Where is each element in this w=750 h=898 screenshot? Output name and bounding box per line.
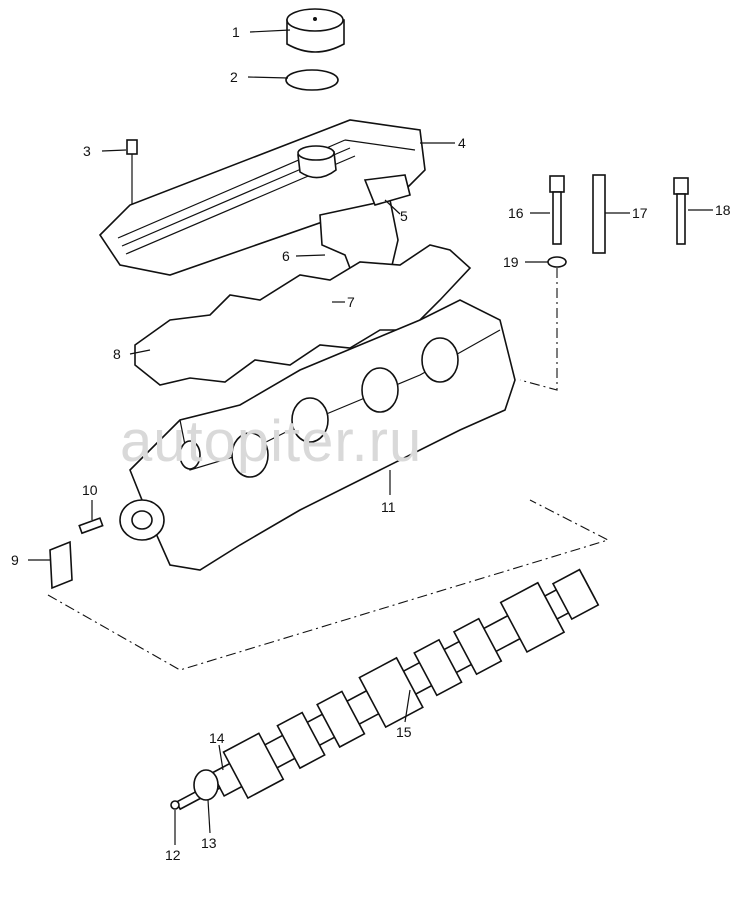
callout-11: 11 — [381, 499, 396, 515]
bracket — [49, 517, 104, 590]
cover-bolt — [126, 139, 138, 210]
callout-2: 2 — [230, 69, 238, 85]
callout-1: 1 — [232, 24, 240, 40]
head-bolts — [547, 174, 689, 268]
callout-18: 18 — [715, 202, 731, 218]
callout-8: 8 — [113, 346, 121, 362]
cylinder-head — [119, 299, 516, 571]
leader-lines — [28, 29, 713, 845]
callout-10: 10 — [82, 482, 98, 498]
breather-valve — [363, 174, 411, 206]
callout-7: 7 — [347, 294, 355, 310]
callout-15: 15 — [396, 724, 412, 740]
oil-filler-cap — [286, 8, 345, 53]
callout-9: 9 — [11, 552, 19, 568]
camshaft — [175, 568, 600, 811]
callout-14: 14 — [209, 730, 225, 746]
ball — [170, 800, 180, 810]
callout-19: 19 — [503, 254, 519, 270]
callout-5: 5 — [400, 208, 408, 224]
o-ring — [285, 69, 339, 91]
callout-6: 6 — [282, 248, 290, 264]
callout-16: 16 — [508, 205, 524, 221]
callout-12: 12 — [165, 847, 181, 863]
camshaft-seal-ring — [193, 769, 219, 801]
valve-cover — [98, 119, 426, 276]
callout-3: 3 — [83, 143, 91, 159]
callout-13: 13 — [201, 835, 217, 851]
callout-4: 4 — [458, 135, 466, 151]
cover-gasket — [134, 244, 472, 386]
callout-17: 17 — [632, 205, 648, 221]
